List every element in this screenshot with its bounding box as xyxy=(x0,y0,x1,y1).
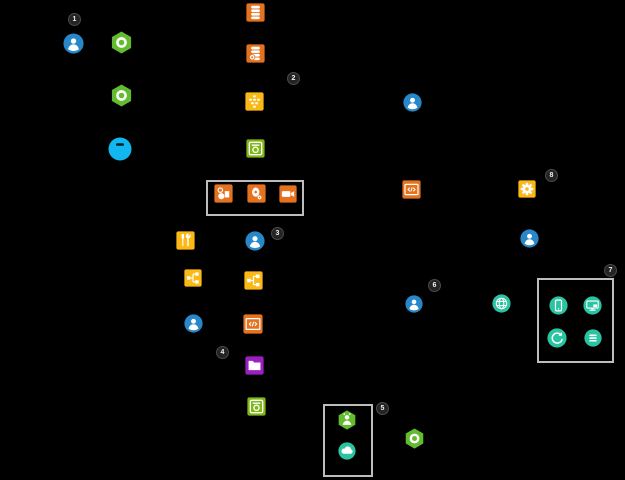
voice-icon[interactable] xyxy=(247,184,266,203)
hexagon-ring-icon[interactable] xyxy=(110,84,133,107)
cluster-nodes-icon[interactable] xyxy=(245,92,264,111)
number-badge: 2 xyxy=(287,72,300,85)
cloud-icon[interactable] xyxy=(338,442,356,460)
number-badge: 3 xyxy=(271,227,284,240)
coin-slot-icon[interactable] xyxy=(108,137,132,161)
gear-icon[interactable] xyxy=(518,180,536,198)
org-chart-icon[interactable] xyxy=(244,271,263,290)
folder-icon[interactable] xyxy=(245,356,264,375)
number-badge: 8 xyxy=(545,169,558,182)
vault-icon[interactable] xyxy=(246,139,265,158)
user-icon[interactable] xyxy=(403,93,422,112)
database-icon[interactable] xyxy=(246,3,265,22)
number-badge: 7 xyxy=(604,264,617,277)
number-badge: 5 xyxy=(376,402,389,415)
video-camera-icon[interactable] xyxy=(279,185,297,203)
processing-icon[interactable] xyxy=(214,184,233,203)
media-group-box xyxy=(206,180,304,216)
number-badge: 4 xyxy=(216,346,229,359)
database-instance-icon[interactable] xyxy=(246,44,265,63)
deploy-group-box xyxy=(323,404,373,477)
org-chart-icon[interactable] xyxy=(184,269,202,287)
user-icon[interactable] xyxy=(63,33,84,54)
tools-icon[interactable] xyxy=(176,231,195,250)
smartphone-icon[interactable] xyxy=(549,296,568,315)
user-icon[interactable] xyxy=(184,314,203,333)
list-icon[interactable] xyxy=(584,329,602,347)
sync-icon[interactable] xyxy=(547,328,567,348)
number-badge: 1 xyxy=(68,13,81,26)
user-icon[interactable] xyxy=(520,229,539,248)
vault-icon[interactable] xyxy=(247,397,266,416)
number-badge: 6 xyxy=(428,279,441,292)
devices-group-box xyxy=(537,278,614,363)
hexagon-ring-icon[interactable] xyxy=(110,31,133,54)
code-window-icon[interactable] xyxy=(402,180,421,199)
user-icon[interactable] xyxy=(245,231,265,251)
hexagon-ring-icon[interactable] xyxy=(404,428,425,449)
globe-icon[interactable] xyxy=(492,294,511,313)
code-window-icon[interactable] xyxy=(243,314,263,334)
monitor-icon[interactable] xyxy=(583,296,602,315)
person-hexagon-icon[interactable] xyxy=(337,410,357,430)
user-icon[interactable] xyxy=(405,295,423,313)
